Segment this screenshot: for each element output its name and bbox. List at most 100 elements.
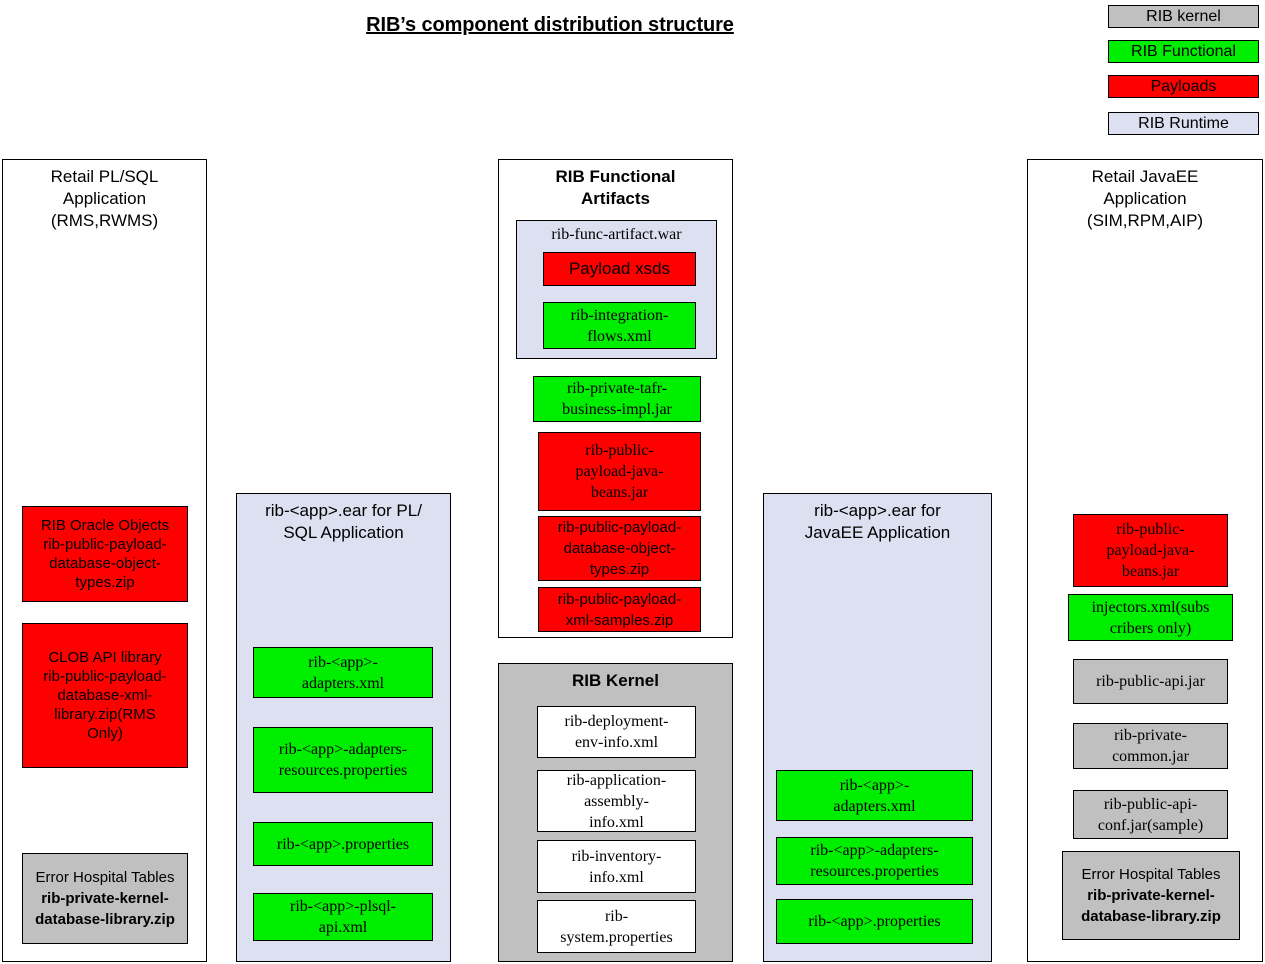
- panel-rib-app-ear-javaee: [763, 493, 992, 962]
- text-line: rib-<app>-adapters-: [278, 741, 408, 758]
- text-line: business-impl.jar: [562, 401, 672, 418]
- text-line: rib-public-payload-: [557, 519, 682, 536]
- box-rib-public-api-jar: rib-public-api.jar: [1073, 659, 1228, 704]
- box-error-hospital-tables-plsql: Error Hospital Tables rib-private-kernel…: [22, 853, 188, 944]
- text-line: payload-java-: [575, 463, 664, 480]
- text-line: types.zip: [75, 574, 135, 591]
- legend-label: RIB Functional: [1131, 43, 1236, 60]
- box-text: rib-public-payload- xml-samples.zip: [539, 589, 700, 631]
- panel-title-rib-functional-artifacts: RIB Functional Artifacts: [498, 166, 733, 210]
- panel-title-retail-javaee-application: Retail JavaEE Application (SIM,RPM,AIP): [1027, 166, 1263, 232]
- box-text: rib-<app>.properties: [808, 913, 941, 930]
- text-line: conf.jar(sample): [1097, 816, 1204, 834]
- title-line: Application: [1103, 189, 1187, 208]
- legend-item-payloads: Payloads: [1108, 75, 1259, 98]
- box-text: CLOB API library rib-public-payload- dat…: [23, 648, 187, 743]
- box-text: rib-<app>- adapters.xml: [254, 652, 432, 694]
- box-text: rib-private- common.jar: [1074, 725, 1227, 767]
- box-rib-app-adapters-resources-properties-javaee: rib-<app>-adapters- resources.properties: [776, 837, 973, 885]
- box-text: rib-<app>-adapters- resources.properties: [777, 840, 972, 882]
- box-rib-application-assembly-info-xml: rib-application- assembly- info.xml: [537, 770, 696, 832]
- box-rib-public-payload-xml-samples-zip: rib-public-payload- xml-samples.zip: [538, 587, 701, 632]
- legend-item-rib-runtime: RIB Runtime: [1108, 112, 1259, 135]
- title-line: JavaEE Application: [804, 523, 951, 542]
- text-line: RIB Oracle Objects: [40, 517, 170, 534]
- box-rib-system-properties: rib- system.properties: [537, 900, 696, 953]
- box-text: rib-<app>- adapters.xml: [777, 775, 972, 817]
- text-line: database-xml-: [57, 687, 153, 704]
- text-line: resources.properties: [810, 863, 939, 880]
- box-rib-inventory-info-xml: rib-inventory- info.xml: [537, 840, 696, 893]
- text-line: info.xml: [589, 868, 644, 886]
- text-line: rib-<app>-adapters-: [810, 842, 939, 859]
- war-label: rib-func-artifact.war: [551, 226, 682, 243]
- legend-item-rib-functional: RIB Functional: [1108, 40, 1259, 63]
- box-rib-private-common-jar: rib-private- common.jar: [1073, 723, 1228, 769]
- title-line: rib-<app>.ear for PL/: [265, 501, 422, 520]
- text-line: flows.xml: [587, 327, 652, 345]
- box-text: Payload xsds: [568, 259, 671, 278]
- text-line: database-object-: [49, 555, 161, 572]
- text-line: payload-java-: [1106, 542, 1195, 559]
- text-line: resources.properties: [278, 762, 408, 779]
- title-line: RIB Functional: [555, 167, 676, 186]
- box-rib-integration-flows-xml: rib-integration- flows.xml: [543, 302, 696, 349]
- box-rib-deployment-env-info-xml: rib-deployment- env-info.xml: [537, 706, 696, 758]
- title-line: (RMS,RWMS): [50, 211, 159, 230]
- text-line: Error Hospital Tables: [35, 869, 175, 886]
- title-line: rib-<app>.ear for: [814, 501, 941, 520]
- text-line: rib-public-payload-: [43, 668, 167, 685]
- text-line: assembly-: [584, 792, 649, 810]
- text-line: info.xml: [589, 813, 644, 831]
- text-line: rib-private-kernel-: [1087, 887, 1215, 904]
- box-rib-app-properties-plsql: rib-<app>.properties: [253, 822, 433, 866]
- box-rib-app-adapters-resources-properties-plsql: rib-<app>-adapters- resources.properties: [253, 727, 433, 793]
- text-line: rib-private-tafr-: [566, 380, 668, 397]
- panel-title-retail-plsql-application: Retail PL/SQL Application (RMS,RWMS): [2, 166, 207, 232]
- text-line: rib-private-kernel-: [41, 890, 169, 907]
- box-text: rib-private-tafr- business-impl.jar: [534, 378, 700, 420]
- box-text: rib-<app>-adapters- resources.properties: [254, 739, 432, 781]
- text-line: beans.jar: [590, 484, 649, 501]
- text-line: rib-inventory-: [571, 847, 662, 865]
- panel-title-rib-app-ear-plsql: rib-<app>.ear for PL/ SQL Application: [236, 500, 451, 544]
- box-text: rib-<app>-plsql- api.xml: [254, 896, 432, 938]
- text-line: rib-application-: [566, 771, 667, 789]
- text-line: library.zip(RMS: [54, 706, 156, 723]
- text-line: adapters.xml: [833, 797, 916, 815]
- box-text: rib-public- payload-java- beans.jar: [1074, 519, 1227, 582]
- legend-label: RIB kernel: [1146, 8, 1221, 25]
- box-clob-api-library: CLOB API library rib-public-payload- dat…: [22, 623, 188, 768]
- box-text: rib-deployment- env-info.xml: [538, 711, 695, 753]
- text-line: rib-<app>-plsql-: [289, 898, 397, 915]
- box-payload-xsds: Payload xsds: [543, 252, 696, 286]
- legend-item-rib-kernel: RIB kernel: [1108, 5, 1259, 28]
- box-rib-app-plsql-api-xml: rib-<app>-plsql- api.xml: [253, 893, 433, 941]
- text-line: xml-samples.zip: [565, 611, 674, 629]
- box-text: injectors.xml(subs cribers only): [1069, 597, 1232, 639]
- text-line: rib-public-payload-: [557, 590, 682, 608]
- text-line: rib-public-api-: [1103, 795, 1198, 813]
- title-line: (SIM,RPM,AIP): [1086, 211, 1204, 230]
- box-rib-public-api-conf-jar: rib-public-api- conf.jar(sample): [1073, 790, 1228, 839]
- panel-title-rib-kernel: RIB Kernel: [572, 671, 659, 690]
- box-text: rib-public-payload- database-object- typ…: [539, 517, 700, 580]
- text-line: beans.jar: [1121, 563, 1180, 580]
- title-line: Application: [62, 189, 147, 208]
- text-line: adapters.xml: [301, 674, 385, 692]
- text-line: rib-integration-: [570, 306, 669, 324]
- page-title: RIB’s component distribution structure: [366, 14, 734, 36]
- box-text: rib-integration- flows.xml: [544, 305, 695, 347]
- text-line: types.zip: [589, 561, 650, 578]
- text-line: database-library.zip: [35, 911, 175, 928]
- box-rib-app-adapters-xml-javaee: rib-<app>- adapters.xml: [776, 770, 973, 821]
- box-text: Error Hospital Tables rib-private-kernel…: [1063, 864, 1239, 927]
- title-line: Retail JavaEE: [1091, 167, 1199, 186]
- text-line: common.jar: [1112, 748, 1189, 765]
- text-line: env-info.xml: [574, 734, 659, 751]
- text-line: rib-public-: [585, 442, 654, 459]
- text-line: database-object-: [563, 540, 676, 557]
- text-line: rib-<app>-: [308, 653, 378, 671]
- box-rib-app-properties-javaee: rib-<app>.properties: [776, 899, 973, 944]
- text-line: system.properties: [560, 928, 673, 946]
